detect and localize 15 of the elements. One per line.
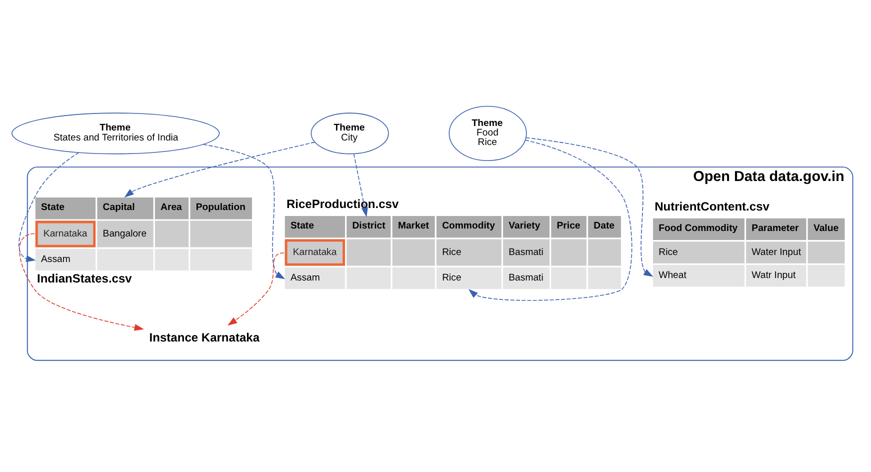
node-ellipse: Theme Food Rice <box>448 105 527 160</box>
arrow <box>526 136 654 276</box>
arrow <box>18 152 80 262</box>
arrow <box>468 139 632 300</box>
node-text: Instance Karnataka <box>149 330 260 344</box>
node-ellipse: Theme States and Territories of India <box>12 112 220 154</box>
arrow <box>228 252 284 326</box>
node-label: NutrientContent.csv <box>654 198 770 213</box>
arrow <box>124 141 316 197</box>
arrow <box>19 232 144 330</box>
node-ellipse: Theme City <box>310 112 389 154</box>
node-label: IndianStates.csv <box>37 271 132 286</box>
arrow <box>202 144 286 279</box>
node-label: RiceProduction.csv <box>286 196 399 210</box>
arrow <box>353 152 368 217</box>
